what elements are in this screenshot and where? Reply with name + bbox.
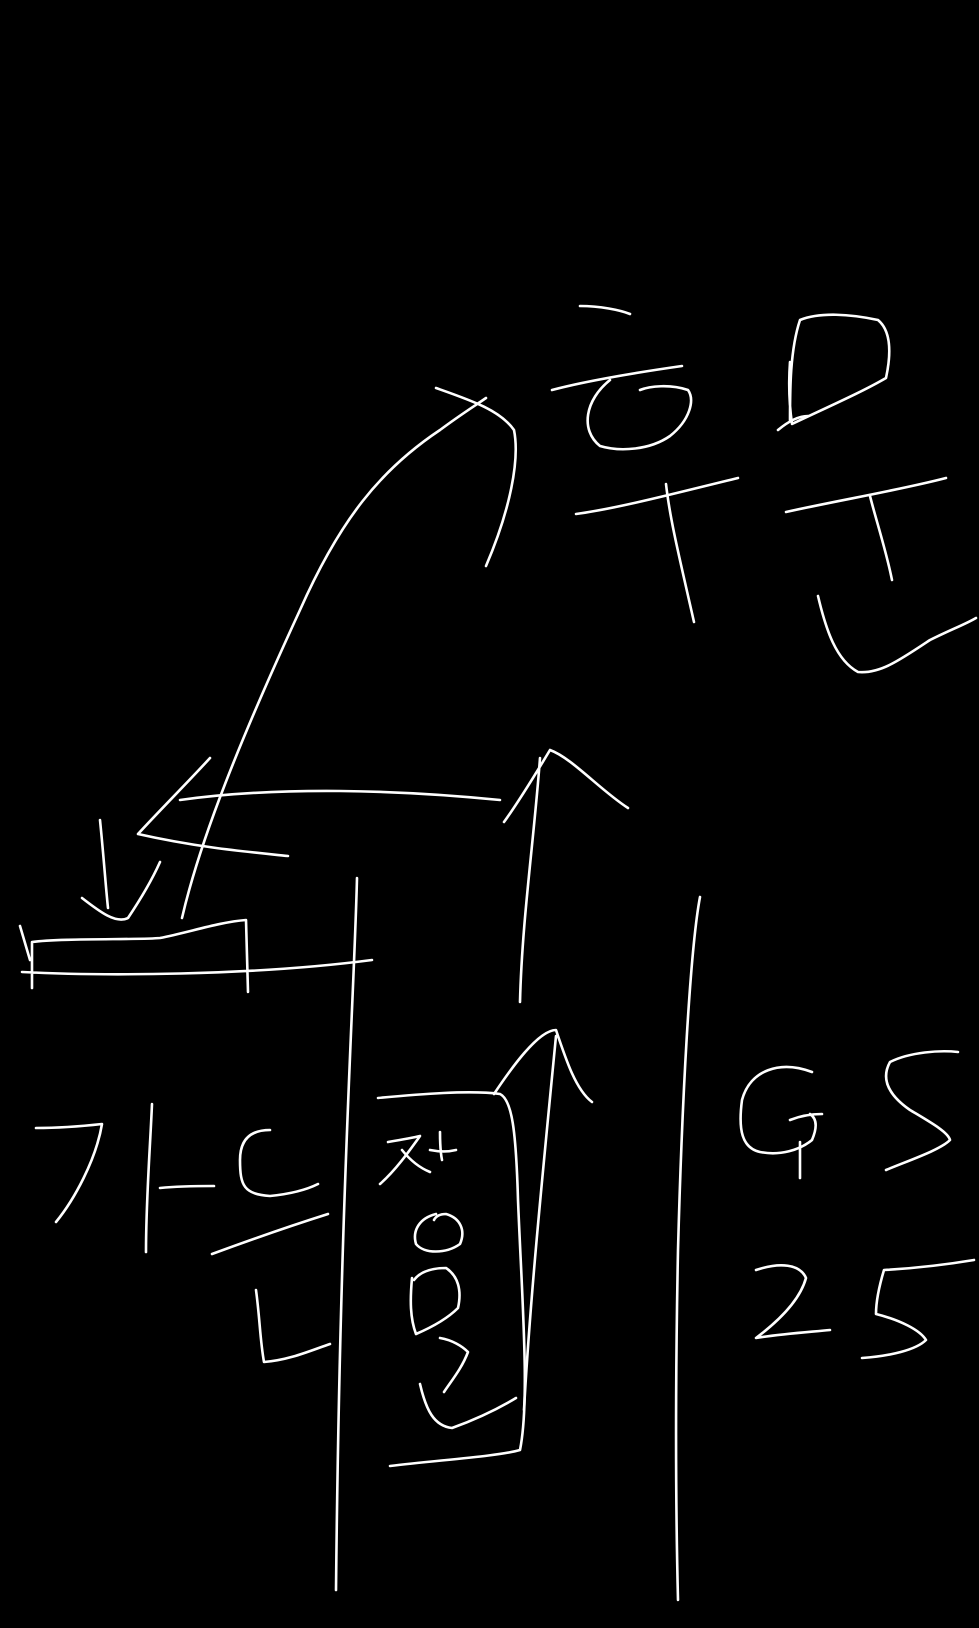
main-gate-box [376,1091,527,1468]
arrow-up-center [502,748,630,1004]
building-outline [18,918,374,994]
road-line-left [334,876,359,1592]
text-gs25 [739,1050,976,1360]
arrow-to-building [80,818,162,921]
road-line-right [674,895,702,1602]
text-garden [34,1102,332,1364]
arrow-left-horizontal [136,756,502,858]
text-back-gate [550,304,978,674]
arrow-up-main-gate [492,1028,594,1412]
text-main-gate [378,1130,518,1430]
route-to-back-gate [180,386,517,920]
